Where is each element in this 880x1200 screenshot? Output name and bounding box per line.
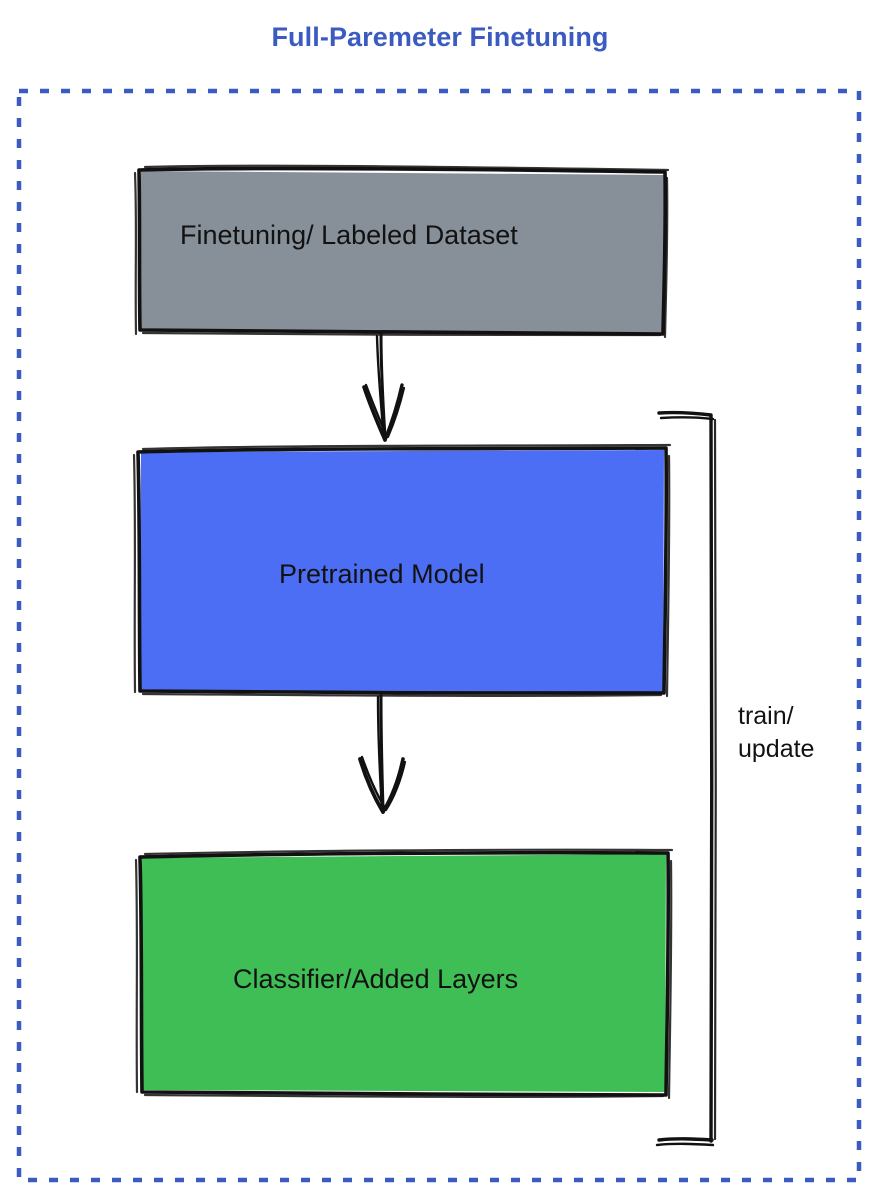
node-dataset-outline-a xyxy=(137,166,668,336)
arrow2-head-right2 xyxy=(384,760,407,812)
node-classifier[interactable] xyxy=(134,848,674,1100)
feedback-top-segment-b xyxy=(659,416,715,421)
arrow1-head-right2 xyxy=(386,386,406,439)
arrow1-head-left xyxy=(362,385,387,442)
edge-pretrained-to-classifier xyxy=(358,693,407,814)
feedback-bottom-segment-b xyxy=(655,1142,715,1147)
feedback-top-segment-a xyxy=(657,410,713,417)
feedback-vertical-b xyxy=(713,418,717,1141)
node-classifier-outline-b xyxy=(134,848,674,1100)
arrow2-shaft-a xyxy=(379,693,385,810)
dashed-container-frame xyxy=(16,88,862,1183)
node-classifier-outline-a xyxy=(138,850,671,1097)
arrow2-head-left2 xyxy=(360,755,387,810)
node-dataset-label: Finetuning/ Labeled Dataset xyxy=(180,220,518,250)
arrow2-shaft-b xyxy=(376,695,384,812)
node-classifier-label: Classifier/Added Layers xyxy=(233,964,519,994)
node-classifier-fill xyxy=(142,854,666,1092)
node-dataset-outline-b xyxy=(133,164,670,339)
node-pretrained-outline-a xyxy=(136,446,669,696)
node-pretrained-outline-b xyxy=(132,443,672,698)
edge-dataset-to-pretrained xyxy=(362,332,406,442)
feedback-vertical-a xyxy=(709,414,714,1143)
node-pretrained[interactable] xyxy=(132,443,672,698)
arrow2-head-left xyxy=(358,757,385,814)
feedback-bottom-segment-a xyxy=(657,1137,714,1142)
node-dataset[interactable] xyxy=(133,164,670,339)
node-dataset-fill xyxy=(139,171,664,333)
arrow2-head-right xyxy=(381,757,405,814)
arrow1-head-right xyxy=(383,383,404,442)
feedback-loop-label: train/ update xyxy=(738,702,815,763)
edge-feedback-loop xyxy=(655,410,717,1147)
page-title: Full-Paremeter Finetuning xyxy=(271,22,609,52)
node-pretrained-label: Pretrained Model xyxy=(279,559,485,589)
node-pretrained-fill xyxy=(140,450,664,692)
arrow1-head-left2 xyxy=(364,383,389,439)
arrow1-shaft-a xyxy=(379,332,387,439)
